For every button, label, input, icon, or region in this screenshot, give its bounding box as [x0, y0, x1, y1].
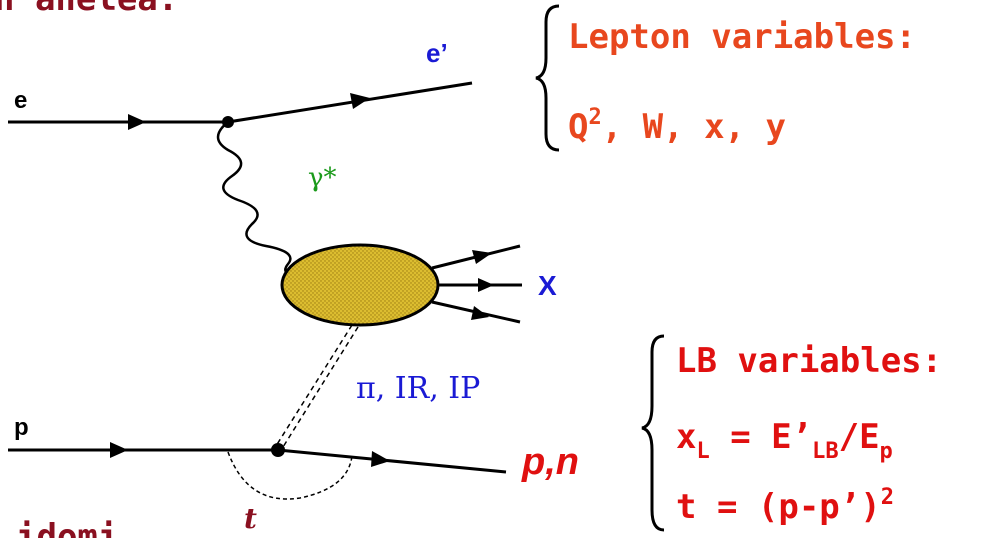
t-arc: [227, 451, 353, 500]
lb-xl-sub-lb: LB: [812, 439, 839, 464]
electron-out-label: e’: [426, 38, 448, 68]
exchange-line-a: [275, 324, 353, 447]
lb-xl-sub-p: p: [880, 439, 893, 464]
electron-in-label: e: [14, 87, 27, 114]
t-label: t: [244, 502, 257, 535]
lb-t-exp: 2: [881, 485, 894, 510]
proton-in-label: p: [14, 414, 29, 441]
proton-vertex: [271, 443, 285, 457]
exchange-label: π, IR, IP: [356, 371, 480, 406]
lb-xl-sub: L: [696, 439, 709, 464]
electron-out-line: [227, 81, 473, 124]
baryon-out-arrow: [371, 451, 390, 467]
lepton-title: Lepton variables:: [568, 17, 916, 57]
photon-label: γ*: [308, 163, 337, 193]
lepton-brace: [535, 4, 560, 152]
electron-out-arrow: [350, 93, 370, 109]
lb-t: t = (p-p’): [676, 487, 881, 527]
lepton-vars: Q2, W, x, y: [568, 105, 786, 147]
footer-fragment: idomi: [16, 517, 118, 538]
jet-arrow-mid: [478, 278, 494, 292]
leading-baryon-label: p,n: [521, 441, 579, 483]
lb-title: LB variables:: [676, 341, 942, 381]
lepton-vars-rest: , W, x, y: [602, 107, 786, 147]
lb-xl: x: [676, 417, 696, 457]
header-fragment: n anelea:: [0, 0, 178, 19]
hadronic-system-label: X: [538, 270, 557, 301]
lb-xl-eq: = E’: [710, 417, 812, 457]
exchange-line-b: [282, 326, 359, 448]
hadronic-blob: [280, 243, 440, 327]
jet-arrow-top: [472, 250, 492, 264]
lb-brace: [641, 334, 665, 532]
lepton-q: Q: [568, 107, 588, 147]
electron-in-arrow: [128, 114, 146, 130]
lb-xl-formula: xL = E’LB/Ep: [676, 417, 893, 464]
proton-in-arrow: [110, 442, 128, 458]
jet-arrow-bottom: [471, 306, 489, 320]
lepton-q-exp: 2: [588, 105, 601, 130]
lb-xl-slash: /E: [839, 417, 880, 457]
lb-t-formula: t = (p-p’)2: [676, 485, 894, 527]
baryon-out-line: [277, 448, 507, 474]
